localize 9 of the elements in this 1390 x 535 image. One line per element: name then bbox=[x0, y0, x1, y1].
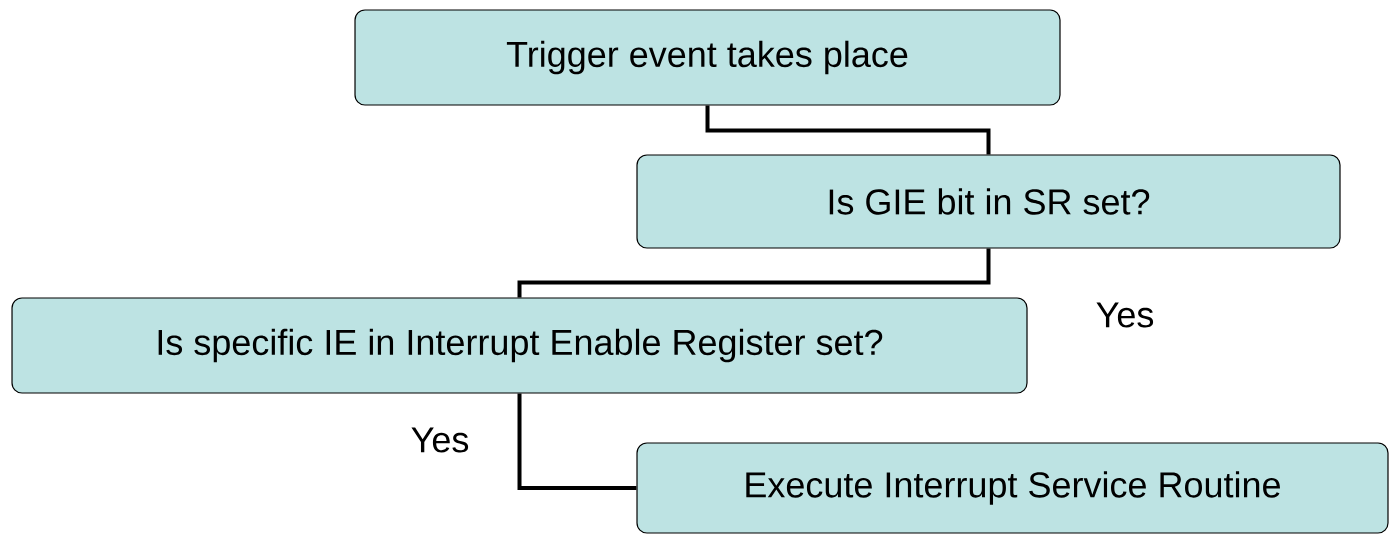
edge-label: Yes bbox=[408, 425, 472, 455]
process-box: Trigger event takes place bbox=[354, 9, 1061, 106]
connector-line bbox=[517, 393, 637, 490]
process-box: Is GIE bit in SR set? bbox=[636, 154, 1341, 249]
edge-label: Yes bbox=[1093, 300, 1157, 330]
connector-line bbox=[517, 248, 991, 298]
connector-line bbox=[705, 105, 991, 155]
process-box: Is specific IE in Interrupt Enable Register set? bbox=[11, 297, 1028, 394]
process-box: Execute Interrupt Service Routine bbox=[636, 442, 1389, 534]
